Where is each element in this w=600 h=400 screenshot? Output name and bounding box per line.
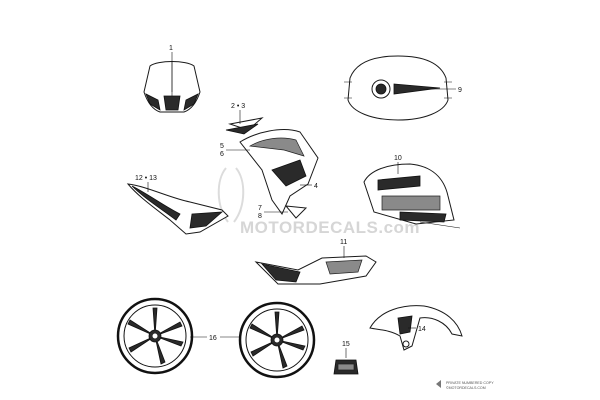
- callout-12-13: 12 • 13: [135, 175, 157, 182]
- callout-16: 16: [209, 335, 217, 342]
- part-tail-section: [126, 183, 229, 235]
- callout-10: 10: [394, 155, 402, 162]
- callout-5: 5: [220, 143, 224, 150]
- footer-logo-icon: [436, 380, 441, 388]
- part-front-wheel: [116, 297, 194, 375]
- part-rear-wheel: [238, 301, 316, 379]
- callout-6: 6: [220, 151, 224, 158]
- part-tank-top: [344, 55, 452, 121]
- footer-line1: PRIVATE NUMBERED COPY: [446, 381, 494, 385]
- callout-7: 7: [258, 205, 262, 212]
- part-small-decal: [333, 359, 359, 375]
- watermark-text: MOTORDECALS.com: [240, 218, 420, 237]
- part-tank-side: [363, 163, 461, 229]
- footer-line2: ©MOTORDECALS.COM: [446, 386, 486, 390]
- part-belly-pan: [254, 255, 377, 285]
- callout-8: 8: [258, 213, 262, 220]
- callout-15: 15: [342, 341, 350, 348]
- callout-1: 1: [169, 45, 173, 52]
- callout-11: 11: [340, 239, 347, 246]
- part-side-fairing: [225, 117, 319, 219]
- footer-mark: PRIVATE NUMBERED COPY ©MOTORDECALS.COM: [436, 380, 494, 390]
- callout-9: 9: [458, 87, 462, 94]
- callout-4: 4: [314, 183, 318, 190]
- callout-2-3: 2 • 3: [231, 103, 245, 110]
- callout-14: 14: [418, 326, 426, 333]
